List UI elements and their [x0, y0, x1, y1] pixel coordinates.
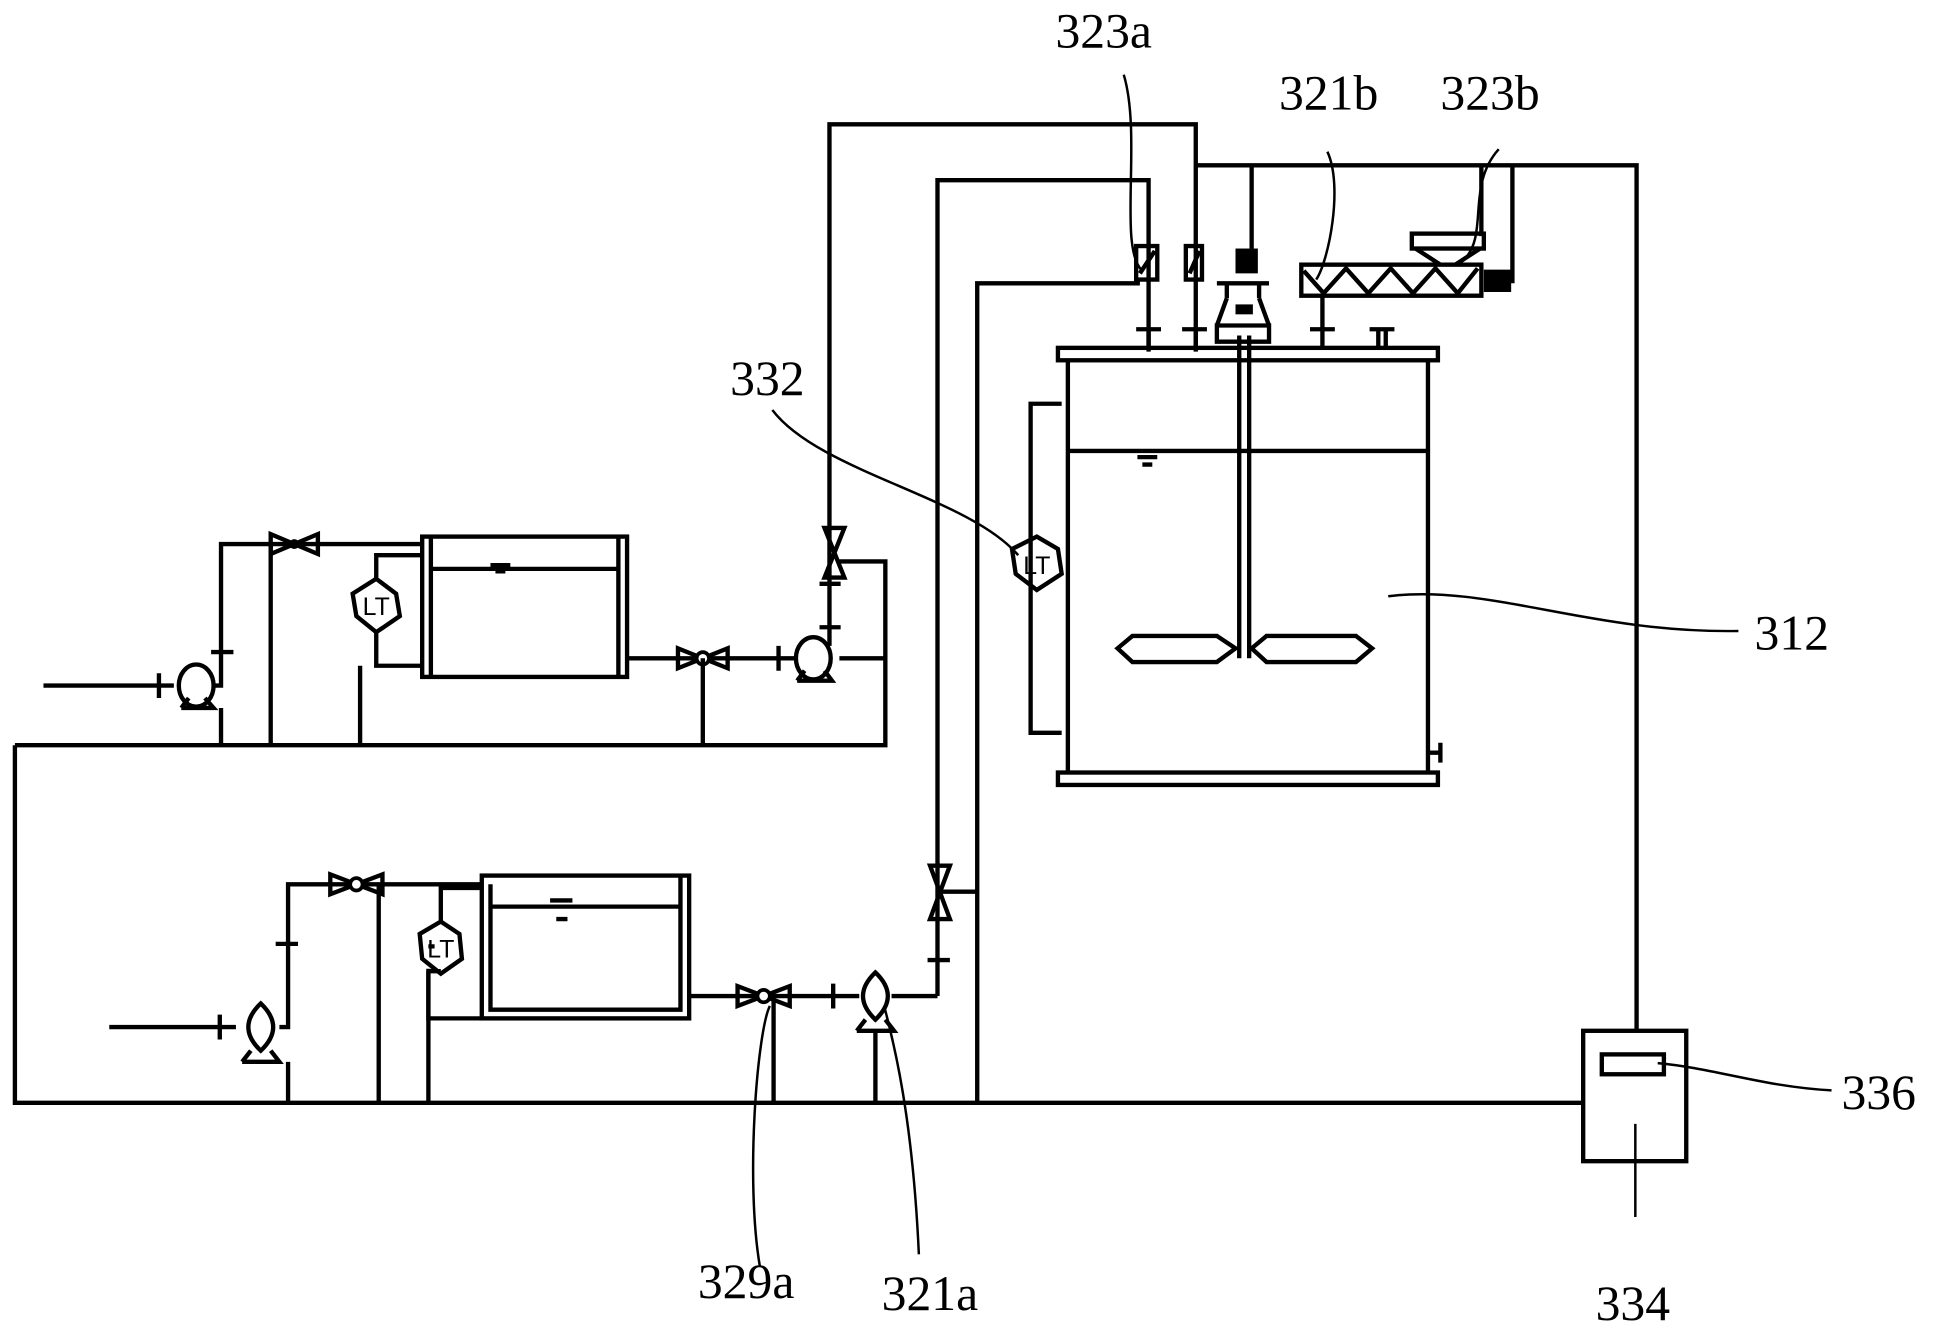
- upper-tank: [420, 534, 630, 680]
- agitator-motor-icon: [1214, 248, 1272, 344]
- check-valve-icon: [1183, 243, 1205, 282]
- piping: [12, 122, 1639, 1105]
- svg-text:LT: LT: [1023, 553, 1050, 580]
- label-323b: 323b: [1440, 65, 1539, 120]
- level-marker-icon: [550, 898, 573, 922]
- label-334: 334: [1596, 1276, 1671, 1329]
- screw-feeder-321b: [1299, 262, 1512, 298]
- labels: 323a 321b 323b 332 312 336 334 329a 321a: [698, 3, 1916, 1329]
- level-transmitter-icon: LT: [350, 576, 403, 635]
- reactor-tank-312: LT: [1009, 243, 1443, 788]
- level-transmitter-icon: LT: [417, 918, 465, 977]
- leader-lines: [751, 74, 1832, 1267]
- pump-icon: [793, 635, 837, 683]
- valve-icon: [821, 525, 848, 580]
- display-336: [1599, 1052, 1667, 1077]
- label-323a: 323a: [1055, 3, 1152, 58]
- upper-tank-unit: LT: [43, 525, 848, 746]
- level-marker-icon: [490, 562, 511, 574]
- label-329a: 329a: [698, 1254, 795, 1309]
- hopper-323b: [1409, 231, 1487, 267]
- valve-icon: [926, 863, 954, 922]
- level-transmitter-332-icon: LT: [1009, 534, 1065, 593]
- lower-tank: [479, 873, 692, 1021]
- label-312: 312: [1755, 606, 1829, 661]
- label-336: 336: [1841, 1065, 1915, 1120]
- svg-text:LT: LT: [427, 937, 454, 964]
- pump-icon: [176, 662, 219, 711]
- label-321b: 321b: [1279, 65, 1378, 120]
- lower-tank-unit: LT: [109, 863, 954, 1103]
- level-marker-icon: [1137, 454, 1158, 467]
- pump-icon: [240, 1000, 284, 1065]
- label-321a: 321a: [882, 1266, 979, 1321]
- svg-text:LT: LT: [363, 594, 390, 621]
- agitator-shaft: [1237, 335, 1252, 659]
- label-332: 332: [730, 351, 804, 406]
- feeder-motor-icon: [1483, 269, 1512, 292]
- impeller-icon: [1248, 633, 1376, 665]
- impeller-icon: [1114, 633, 1240, 665]
- valve-icon: [328, 871, 385, 898]
